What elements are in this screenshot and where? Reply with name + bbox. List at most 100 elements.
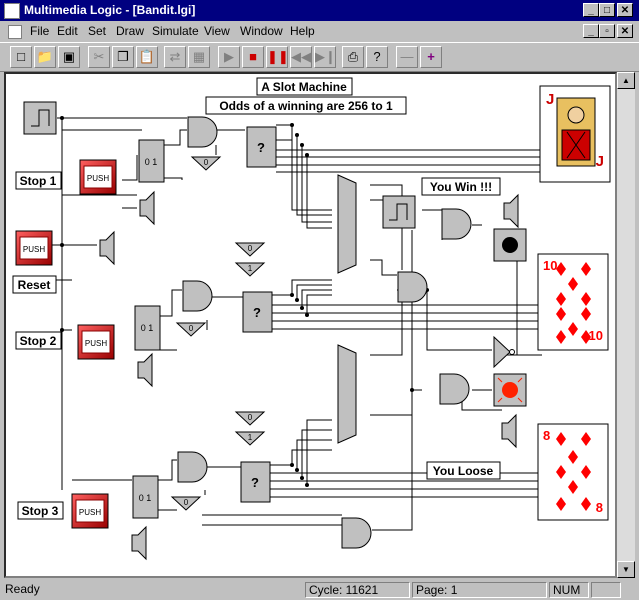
svg-text:?: ?: [251, 475, 259, 490]
svg-text:1: 1: [248, 433, 253, 442]
paste-icon[interactable]: 📋: [136, 46, 158, 68]
svg-text:PUSH: PUSH: [87, 174, 109, 183]
svg-text:0: 0: [189, 324, 194, 333]
svg-text:0: 0: [248, 244, 253, 253]
svg-text:10: 10: [543, 258, 557, 273]
and-gate: [441, 208, 472, 240]
svg-text:PUSH: PUSH: [79, 508, 101, 517]
doc-restore-button[interactable]: ▫: [599, 24, 615, 38]
document-icon[interactable]: [8, 25, 22, 39]
you-loose-label: You Loose: [433, 464, 494, 478]
menu-window[interactable]: Window: [240, 24, 283, 38]
svg-text:10: 10: [589, 328, 603, 343]
clock-oscillator[interactable]: [23, 101, 57, 135]
svg-text:1: 1: [248, 264, 253, 273]
stop2-box: [15, 331, 62, 350]
inverter-bubble: [509, 349, 515, 355]
svg-text:0 1: 0 1: [145, 157, 158, 167]
menu-edit[interactable]: Edit: [57, 24, 78, 38]
card-ten-diamonds: 10 10: [537, 253, 609, 351]
menu-simulate[interactable]: Simulate: [152, 24, 199, 38]
lose-lamp: [493, 373, 527, 407]
menu-file[interactable]: File: [30, 24, 50, 38]
speaker-icon: [501, 413, 517, 449]
comparator-2[interactable]: [337, 344, 357, 444]
counter-1[interactable]: 0 1: [138, 139, 165, 183]
svg-text:J: J: [596, 153, 604, 170]
svg-text:0: 0: [248, 413, 253, 422]
circuit-canvas[interactable]: A Slot Machine Odds of a winning are 256…: [4, 72, 617, 578]
card-eight-diamonds: 8 8: [537, 423, 609, 521]
reset-box: [12, 275, 57, 294]
menu-set[interactable]: Set: [88, 24, 107, 38]
random-generator-2[interactable]: ?: [242, 291, 273, 333]
menu-draw[interactable]: Draw: [116, 24, 145, 38]
app-icon[interactable]: [4, 3, 20, 19]
random-generator-1[interactable]: ?: [246, 126, 277, 168]
scroll-up-icon[interactable]: ▲: [617, 72, 635, 89]
doc-close-button[interactable]: ✕: [617, 24, 633, 38]
stop-icon[interactable]: ■: [242, 46, 264, 68]
maximize-button[interactable]: □: [599, 3, 615, 17]
stop3-push-button[interactable]: PUSH: [71, 493, 109, 529]
doc-minimize-button[interactable]: _: [583, 24, 599, 38]
and-gates: [177, 116, 472, 549]
constants: [170, 156, 266, 511]
scroll-down-icon[interactable]: ▼: [617, 561, 635, 578]
step-back-icon[interactable]: ◀◀: [290, 46, 312, 68]
minimize-button[interactable]: _: [583, 3, 599, 17]
svg-text:0 1: 0 1: [141, 323, 154, 333]
svg-text:PUSH: PUSH: [23, 245, 45, 254]
counter-3[interactable]: 0 1: [132, 475, 159, 519]
title-bar[interactable]: Multimedia Logic - [Bandit.lgi] _ □ ✕: [0, 0, 639, 21]
svg-text:8: 8: [543, 428, 550, 443]
pause-icon[interactable]: ❚❚: [266, 46, 289, 68]
print-icon[interactable]: ⎙: [342, 46, 364, 68]
constant-labels: 0 0 0 0 1 0 1: [184, 158, 253, 507]
svg-text:8: 8: [596, 500, 603, 515]
counter-2[interactable]: 0 1: [134, 305, 161, 351]
reset-push-button[interactable]: PUSH: [15, 230, 53, 266]
stop1-label: Stop 1: [20, 174, 57, 188]
help-icon[interactable]: ?: [366, 46, 388, 68]
zoom-in-icon[interactable]: +: [420, 46, 442, 68]
and-gate: [397, 271, 428, 303]
step-forward-icon[interactable]: ▶❙: [314, 46, 336, 68]
play-icon[interactable]: ▶: [218, 46, 240, 68]
reset-label: Reset: [18, 278, 51, 292]
you-win-label: You Win !!!: [430, 180, 492, 194]
vertical-scrollbar[interactable]: ▲ ▼: [617, 72, 635, 578]
menu-view[interactable]: View: [204, 24, 230, 38]
cut-icon[interactable]: ✂: [88, 46, 110, 68]
comparator-1[interactable]: [337, 174, 357, 274]
speaker-icon: [131, 525, 147, 561]
subtitle-label: Odds of a winning are 256 to 1: [219, 99, 393, 113]
zoom-out-icon[interactable]: —: [396, 46, 418, 68]
speakers: [99, 190, 519, 561]
win-clock[interactable]: [382, 195, 416, 229]
close-button[interactable]: ✕: [617, 3, 633, 17]
copy-icon[interactable]: ❐: [112, 46, 134, 68]
open-icon[interactable]: 📁: [34, 46, 56, 68]
status-bar: Ready Cycle: 11621 Page: 1 NUM: [0, 580, 639, 600]
stop2-push-button[interactable]: PUSH: [77, 324, 115, 360]
speaker-icon: [99, 230, 115, 266]
resize-icon[interactable]: ⇄: [164, 46, 186, 68]
circuit-diagram: A Slot Machine Odds of a winning are 256…: [12, 77, 611, 561]
new-icon[interactable]: □: [10, 46, 32, 68]
card-jack-diamonds: J J: [539, 85, 611, 183]
random-generator-3[interactable]: ?: [240, 461, 271, 503]
save-icon[interactable]: ▣: [58, 46, 80, 68]
menu-bar: File Edit Set Draw Simulate View Window …: [0, 21, 639, 41]
svg-text:J: J: [546, 91, 554, 108]
and-gate: [187, 116, 218, 148]
menu-help[interactable]: Help: [290, 24, 315, 38]
stop1-push-button[interactable]: PUSH: [79, 159, 117, 195]
toolbar: □ 📁 ▣ ✂ ❐ 📋 ⇄ ▦ ▶ ■ ❚❚ ◀◀ ▶❙ ⎙ ? — +: [0, 42, 639, 72]
stop3-label: Stop 3: [22, 504, 59, 518]
you-win-box: [421, 177, 501, 196]
properties-icon[interactable]: ▦: [188, 46, 210, 68]
window-title: Multimedia Logic - [Bandit.lgi]: [24, 3, 196, 17]
svg-text:0: 0: [204, 158, 209, 167]
speaker-icon: [139, 190, 155, 226]
